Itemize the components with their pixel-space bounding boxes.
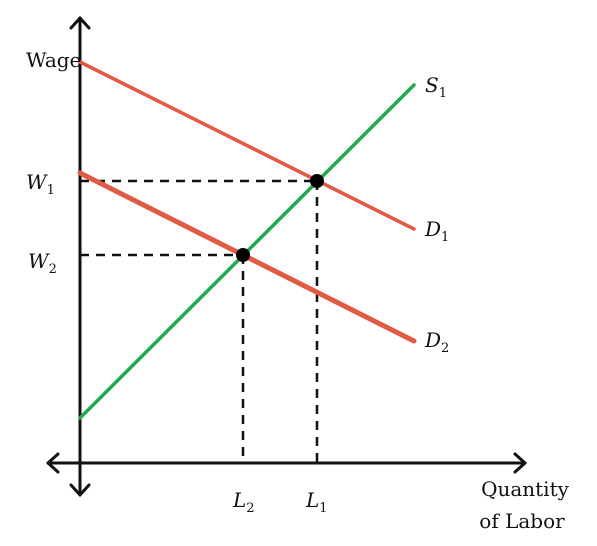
equilibrium-point-1 — [310, 174, 324, 188]
label-d2: D2 — [424, 328, 449, 356]
y-axis-bottom-arrow-icon — [69, 483, 91, 497]
x-axis-left-arrow-icon — [46, 452, 60, 474]
guide-lines — [80, 179, 319, 463]
y-axis-label: Wage — [26, 48, 81, 72]
equilibrium-point-2 — [236, 248, 250, 262]
label-d1: D1 — [424, 217, 449, 245]
x-axis-label-line1: Quantity — [481, 477, 570, 501]
label-l1: L1 — [305, 488, 328, 516]
axes — [46, 16, 527, 497]
y-axis-top-arrow-icon — [69, 16, 91, 30]
label-l2: L2 — [232, 488, 255, 516]
label-w1: W1 — [26, 170, 55, 198]
label-w2: W2 — [28, 249, 57, 277]
x-axis-label-line2: of Labor — [479, 509, 565, 533]
x-axis-right-arrow-icon — [513, 452, 527, 474]
label-s1: S1 — [425, 73, 447, 101]
demand-curve-d1 — [78, 60, 416, 231]
